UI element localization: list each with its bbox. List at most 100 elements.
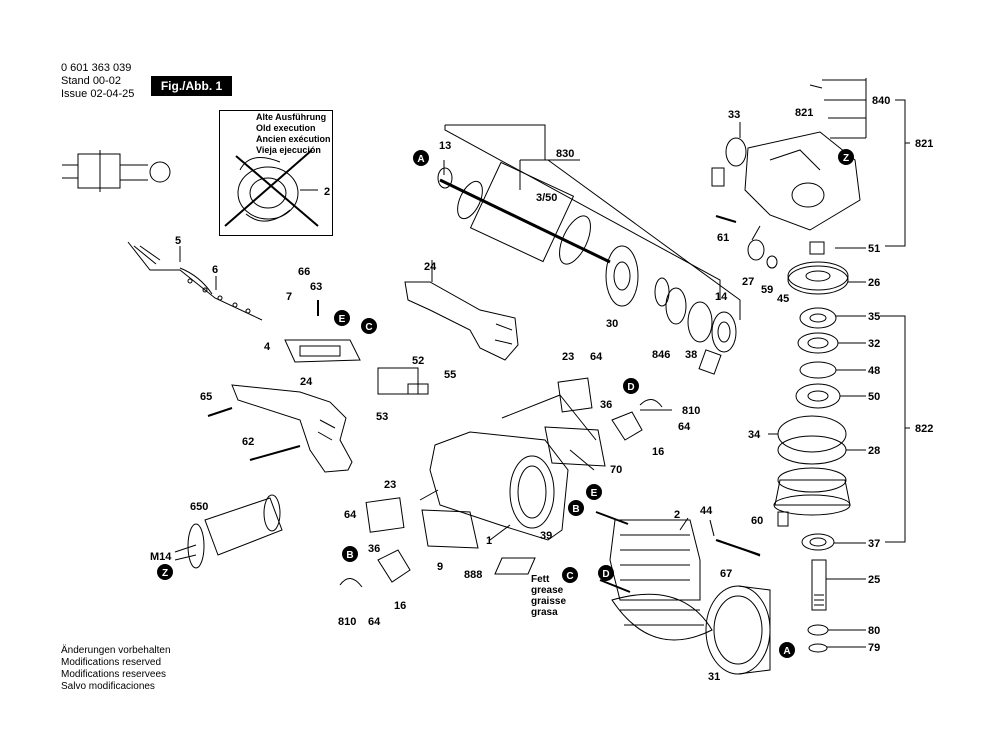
part-label-4: 4 [264, 341, 271, 353]
motor-housing [429, 431, 569, 541]
part-label-16b: 16 [394, 600, 406, 612]
fan-and-bearings [605, 245, 737, 375]
power-cable [127, 241, 263, 321]
old-execution-en: Old execution [256, 123, 316, 133]
wiring-schematic [62, 150, 171, 192]
svg-text:B: B [346, 550, 353, 561]
callout-c-top: C [361, 318, 377, 334]
stand-label: Stand [61, 75, 90, 87]
callout-e-bottom: E [586, 484, 602, 500]
callout-a-top: A [413, 150, 429, 166]
issue-value: 02-04-25 [90, 88, 135, 100]
bracket-lines [822, 78, 910, 543]
part-label-36b: 36 [368, 543, 380, 555]
callout-a-bottom: A [779, 642, 795, 658]
callout-b-right: B [568, 500, 584, 516]
svg-text:A: A [417, 154, 424, 165]
part-label-24b: 24 [300, 376, 313, 388]
part-label-45: 45 [777, 293, 789, 305]
part-label-52: 52 [412, 355, 424, 367]
footer-notes: Änderungen vorbehalten Modifications res… [61, 645, 171, 693]
grease-de: Fett [531, 574, 550, 585]
part-label-25: 25 [868, 574, 880, 586]
part-label-55: 55 [444, 369, 456, 381]
part-label-650: 650 [190, 501, 208, 513]
issue-line: Issue 02-04-25 [61, 88, 134, 101]
part-label-65: 65 [200, 391, 212, 403]
part-label-32: 32 [868, 338, 880, 350]
part-label-59: 59 [761, 284, 773, 296]
footer-en: Modifications reserved [61, 657, 162, 668]
callout-e-top: E [334, 310, 350, 326]
callout-d-bottom: D [598, 565, 614, 581]
part-label-3-50: 3/50 [536, 192, 557, 204]
footer-es: Salvo modificaciones [61, 681, 155, 692]
auxiliary-handle [174, 494, 283, 569]
part-label-33: 33 [728, 109, 740, 121]
part-label-2b: 2 [674, 509, 680, 521]
old-execution-de: Alte Ausführung [256, 112, 327, 122]
part-label-67: 67 [720, 568, 732, 580]
part-label-34: 34 [748, 429, 761, 441]
figure-label: Fig./Abb. 1 [151, 76, 232, 96]
svg-text:D: D [627, 382, 634, 393]
grease-note: Fett grease graisse grasa [531, 574, 566, 618]
old-field-coil [224, 149, 319, 227]
screws [207, 215, 761, 593]
part-label-70: 70 [610, 464, 622, 476]
part-label-53: 53 [376, 411, 388, 423]
part-label-846: 846 [652, 349, 670, 361]
part-label-79: 79 [868, 642, 880, 654]
gear-head [711, 131, 861, 231]
svg-text:C: C [365, 322, 372, 333]
part-label-31: 31 [708, 671, 720, 683]
svg-text:Z: Z [843, 153, 849, 164]
callout-b-left: B [342, 546, 358, 562]
part-label-7: 7 [286, 291, 292, 303]
svg-text:B: B [572, 504, 579, 515]
armature [437, 161, 611, 265]
part-label-66: 66 [298, 266, 310, 278]
part-label-23b: 23 [384, 479, 396, 491]
footer-fr: Modifications reservees [61, 669, 167, 680]
part-label-821: 821 [915, 138, 933, 150]
spindle-stack [773, 307, 851, 653]
stand-line: Stand 00-02 [61, 75, 121, 88]
grease-en: grease [531, 585, 564, 596]
old-execution-es: Vieja ejecución [256, 145, 321, 155]
field-stator [609, 519, 771, 675]
grease-es: grasa [531, 607, 558, 618]
handle-bottom [231, 384, 353, 473]
svg-text:C: C [566, 571, 573, 582]
part-label-810a: 810 [682, 405, 700, 417]
part-label-36a: 36 [600, 399, 612, 411]
old-execution-box [219, 110, 333, 236]
bevel-gears [747, 239, 849, 295]
part-label-44: 44 [700, 505, 713, 517]
part-label-5: 5 [175, 235, 181, 247]
switch-assembly [284, 339, 429, 395]
part-label-14: 14 [715, 291, 728, 303]
part-label-822: 822 [915, 423, 933, 435]
part-label-35: 35 [868, 311, 880, 323]
part-label-48: 48 [868, 365, 880, 377]
part-label-830: 830 [556, 148, 574, 160]
part-label-9: 9 [437, 561, 443, 573]
part-label-64c: 64 [678, 421, 691, 433]
grease-fr: graisse [531, 596, 567, 607]
svg-text:E: E [591, 488, 598, 499]
part-label-28: 28 [868, 445, 880, 457]
part-label-26: 26 [868, 277, 880, 289]
part-label-64b: 64 [344, 509, 357, 521]
footer-de: Änderungen vorbehalten [61, 645, 171, 656]
part-label-60: 60 [751, 515, 763, 527]
part-label-13: 13 [439, 140, 451, 152]
part-label-16: 16 [652, 446, 664, 458]
part-label-61: 61 [717, 232, 729, 244]
part-label-37: 37 [868, 538, 880, 550]
part-label-810b: 810 [338, 616, 356, 628]
brush-holders [339, 377, 663, 588]
part-label-1: 1 [486, 535, 492, 547]
callout-z-bottom: Z [157, 564, 173, 580]
